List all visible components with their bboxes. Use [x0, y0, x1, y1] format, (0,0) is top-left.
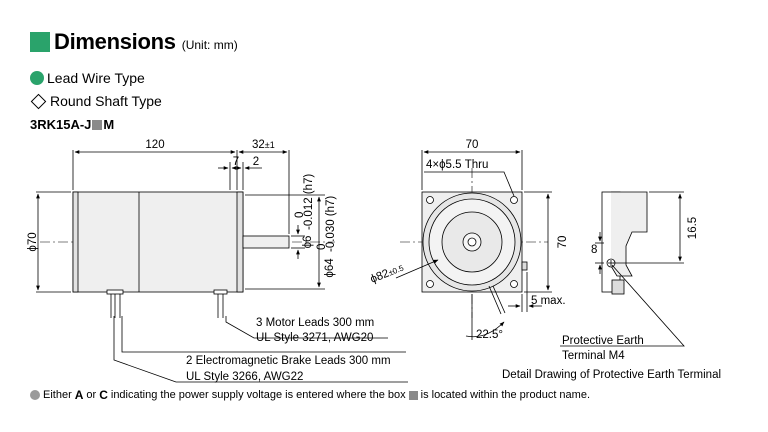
dim-dia70: ϕ70	[27, 232, 39, 251]
note-part1: Either	[43, 389, 72, 401]
dim-2: 2	[253, 156, 259, 168]
dim-angle: 22.5°	[476, 329, 503, 341]
dim-5max: 5 max.	[531, 295, 566, 307]
note-part3: is located within the product name.	[420, 389, 590, 401]
note-or: or	[86, 389, 97, 401]
round-shaft-type-label: Round Shaft Type	[50, 93, 162, 109]
dim-8: 8	[591, 244, 597, 256]
tol-zero-1: 0	[294, 212, 306, 218]
dim-120: 120	[145, 139, 164, 151]
model-number: 3RK15A-J M	[30, 117, 114, 132]
dim-dia64: ϕ64	[324, 258, 336, 278]
placeholder-box-icon	[408, 390, 418, 400]
dim-front-width: 70	[466, 139, 479, 151]
green-circle-icon	[30, 71, 44, 85]
brake-leads-line1: 2 Electromagnetic Brake Leads 300 mm	[186, 355, 391, 367]
brake-leads-line2: UL Style 3266, AWG22	[186, 371, 303, 383]
earth-label-line2: Terminal M4	[562, 350, 625, 362]
dim-32: 32±1	[252, 139, 275, 151]
section-header: Dimensions (Unit: mm)	[30, 26, 238, 58]
earth-caption: Detail Drawing of Protective Earth Termi…	[502, 369, 721, 381]
dim-holes: 4×ϕ5.5 Thru	[426, 159, 488, 171]
dim-front-height: 70	[557, 236, 569, 249]
dim-7: 7	[233, 156, 239, 168]
tol-030: -0.030 (h7)	[325, 196, 337, 252]
motor-side-view	[40, 191, 335, 318]
unit-label: (Unit: mm)	[181, 38, 238, 52]
motor-front-view	[400, 168, 548, 318]
earth-label-line1: Protective Earth	[562, 335, 644, 347]
page-title: Dimensions	[54, 29, 176, 54]
tol-zero-2: 0	[316, 244, 328, 250]
motor-leads-line2: UL Style 3271, AWG20	[256, 332, 373, 344]
note-letter-c: C	[99, 388, 108, 402]
earth-terminal-detail	[601, 191, 648, 295]
footnote: Either A or C indicating the power suppl…	[30, 388, 590, 402]
note-letter-a: A	[74, 388, 84, 402]
dim-dia6: ϕ6	[302, 236, 314, 249]
lead-wire-type-label: Lead Wire Type	[47, 70, 145, 86]
model-prefix: 3RK15A-J	[30, 117, 92, 132]
placeholder-box-icon	[92, 119, 103, 130]
round-shaft-type-row: Round Shaft Type	[30, 93, 162, 109]
dim-pcd82: ϕ82±0.5	[369, 261, 406, 285]
lead-wire-type-row: Lead Wire Type	[30, 70, 145, 86]
model-suffix: M	[103, 117, 115, 132]
note-part2: indicating the power supply voltage is e…	[110, 389, 406, 401]
green-square-icon	[30, 32, 50, 52]
motor-leads-line1: 3 Motor Leads 300 mm	[256, 317, 374, 329]
dim-16-5: 16.5	[687, 217, 699, 239]
gray-circle-icon	[30, 390, 40, 400]
tol-012: -0.012 (h7)	[303, 174, 315, 230]
